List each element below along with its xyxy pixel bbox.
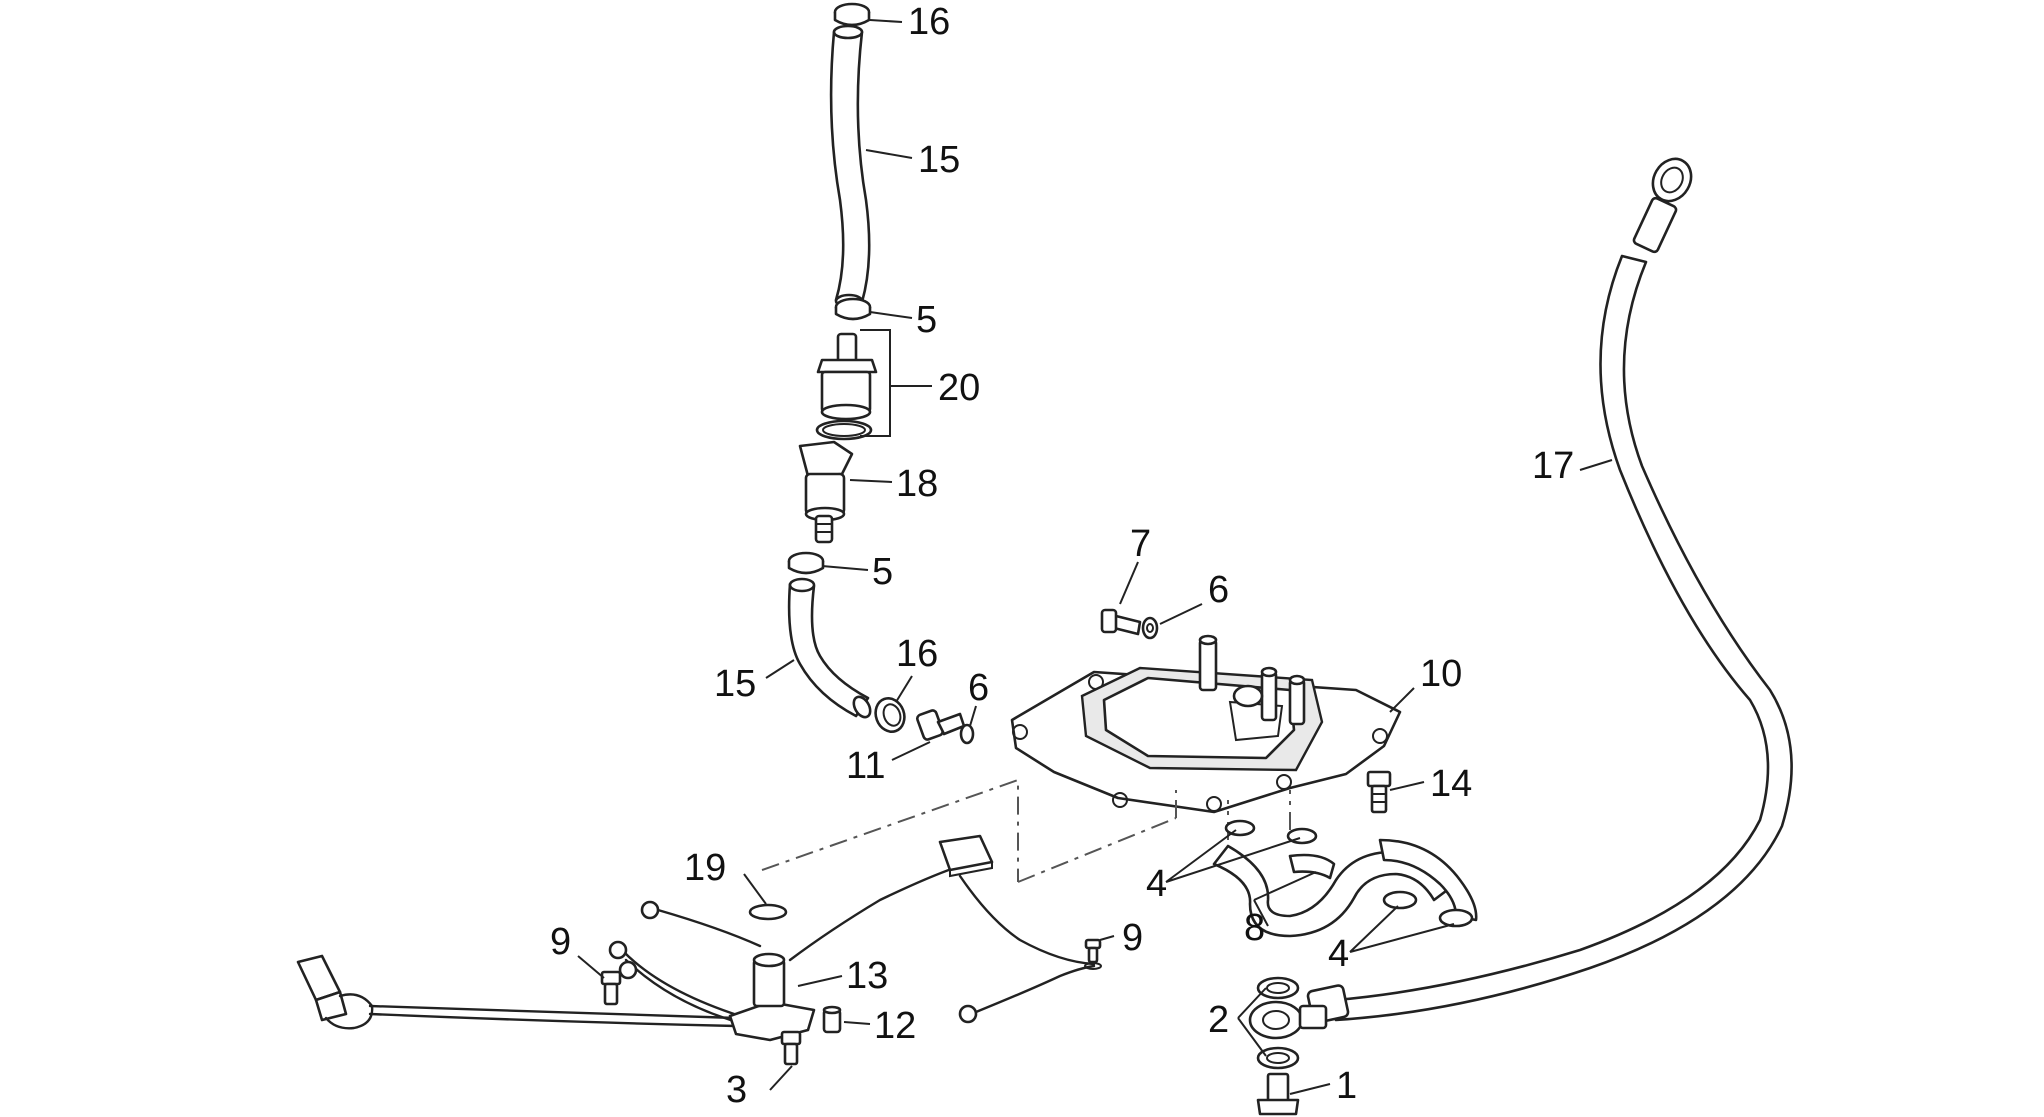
callout-16-lower: 16 — [896, 633, 938, 675]
part-19-o-ring — [748, 903, 788, 921]
callout-14: 14 — [1430, 763, 1472, 805]
callout-13: 13 — [846, 955, 888, 997]
part-7-bolt — [1100, 608, 1142, 636]
part-16-lower-clamp — [874, 697, 906, 733]
callout-20: 20 — [938, 367, 980, 409]
part-10-cover-plate — [1010, 634, 1402, 814]
callout-8: 8 — [1244, 907, 1265, 949]
part-9-screw-left — [600, 970, 622, 1006]
callout-15-lower: 15 — [714, 663, 756, 705]
part-15-upper-hose — [829, 24, 871, 309]
part-4-clamps-upper — [1224, 819, 1318, 845]
callout-4-upper: 4 — [1146, 863, 1167, 905]
projection-lines — [761, 778, 1291, 883]
callout-11: 11 — [846, 745, 885, 787]
part-3-screw — [780, 1030, 802, 1066]
part-17-long-hose — [1306, 157, 1793, 1024]
part-15-lower-hose — [787, 577, 872, 719]
part-14-bolt — [1366, 770, 1392, 814]
callout-19: 19 — [684, 847, 726, 889]
connector-plug — [296, 954, 374, 1030]
part-1-banjo-bolt — [1256, 1072, 1300, 1116]
callout-9-left: 9 — [550, 921, 571, 963]
callout-9-right: 9 — [1122, 917, 1143, 959]
callout-6-top: 6 — [1208, 569, 1229, 611]
callout-7: 7 — [1130, 523, 1151, 565]
callout-18: 18 — [896, 463, 938, 505]
part-11-bolt — [915, 709, 966, 741]
part-6-washer-left — [959, 723, 975, 745]
callout-15-top: 15 — [918, 139, 960, 181]
callout-12: 12 — [874, 1005, 916, 1047]
part-16-top-clamp — [833, 2, 871, 27]
callout-17: 17 — [1532, 445, 1574, 487]
connector-box — [938, 834, 994, 878]
wiring-harness — [368, 864, 1096, 1028]
part-5-lower-clamp — [787, 551, 825, 575]
callout-1: 1 — [1336, 1065, 1357, 1107]
part-12-bushing — [822, 1005, 842, 1034]
callout-10: 10 — [1420, 653, 1462, 695]
callout-3: 3 — [726, 1069, 747, 1111]
part-8-small-hoses — [1212, 838, 1478, 938]
part-5-upper-clamp — [834, 297, 872, 321]
ring-terminals — [608, 900, 978, 1024]
callout-4-lower: 4 — [1328, 933, 1349, 975]
part-6-washer-top — [1141, 616, 1159, 640]
part-9-screw-right — [1084, 938, 1102, 970]
callout-6-left: 6 — [968, 667, 989, 709]
part-2-washers — [1256, 976, 1300, 1070]
callout-16-top: 16 — [908, 1, 950, 43]
part-4-clamps-lower — [1382, 890, 1474, 928]
callout-labels: 16 15 5 20 18 5 15 16 6 11 7 6 10 14 17 … — [550, 1, 1574, 1111]
callout-2: 2 — [1208, 999, 1229, 1041]
leader-lines — [577, 19, 1613, 1095]
banjo-fitting — [1248, 1000, 1328, 1040]
part-20-valve — [815, 332, 878, 441]
part-13-sensor — [728, 952, 816, 1042]
part-18-fitting — [798, 440, 854, 544]
callout-5-top: 5 — [916, 299, 937, 341]
callout-5-lower: 5 — [872, 551, 893, 593]
